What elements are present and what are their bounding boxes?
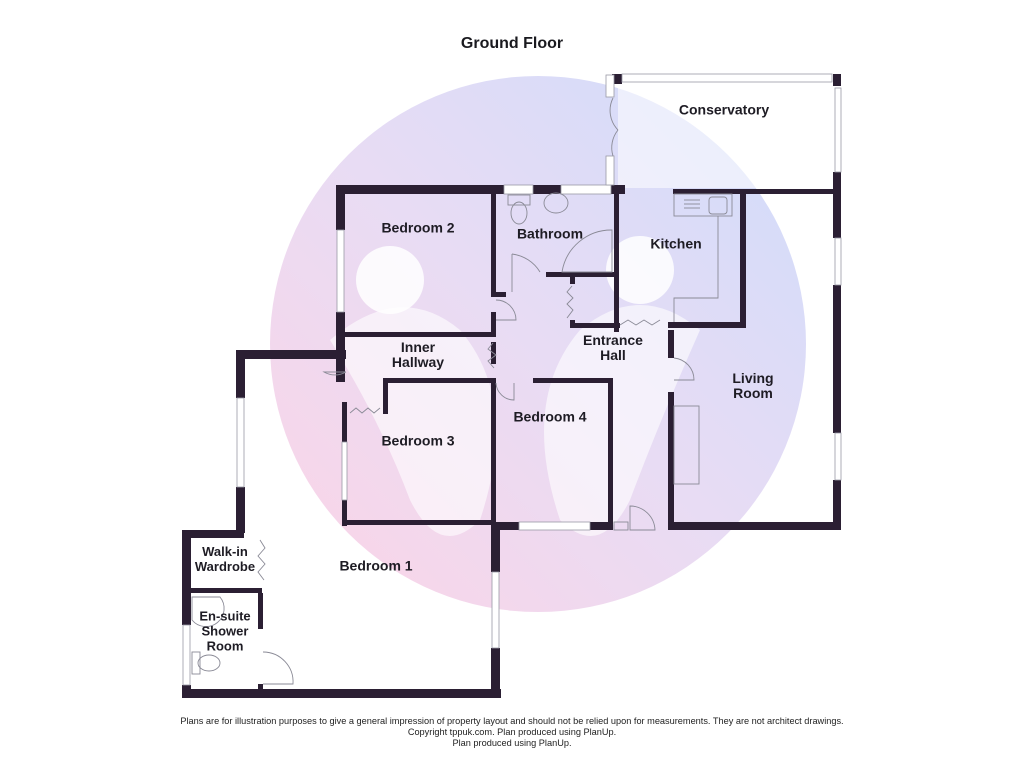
room-label-kitchen: Kitchen [650, 235, 702, 252]
room-label-bedroom-3: Bedroom 3 [381, 432, 455, 449]
walls [182, 74, 841, 698]
room-label-bathroom: Bathroom [516, 225, 584, 242]
floor-title: Ground Floor [460, 35, 564, 52]
room-label-bedroom-2: Bedroom 2 [381, 219, 455, 236]
room-label-inner-hallway: Inner Hallway [391, 339, 445, 370]
disclaimer: Plans are for illustration purposes to g… [180, 716, 844, 749]
room-label-entrance-hall: Entrance Hall [583, 332, 643, 363]
room-label-living-room: Living Room [732, 370, 774, 401]
room-label-bedroom-4: Bedroom 4 [513, 408, 587, 425]
room-label-walk-in-wardrobe: Walk-in Wardrobe [194, 544, 256, 574]
windows [182, 73, 842, 686]
room-label-en-suite: En-suite Shower Room [199, 608, 251, 654]
disclaimer-line-1: Plans are for illustration purposes to g… [180, 716, 844, 737]
doors-fixtures [191, 97, 733, 685]
room-label-bedroom-1: Bedroom 1 [339, 557, 413, 574]
room-label-conservatory: Conservatory [678, 101, 770, 118]
disclaimer-line-2: Plan produced using PlanUp. [452, 738, 572, 748]
